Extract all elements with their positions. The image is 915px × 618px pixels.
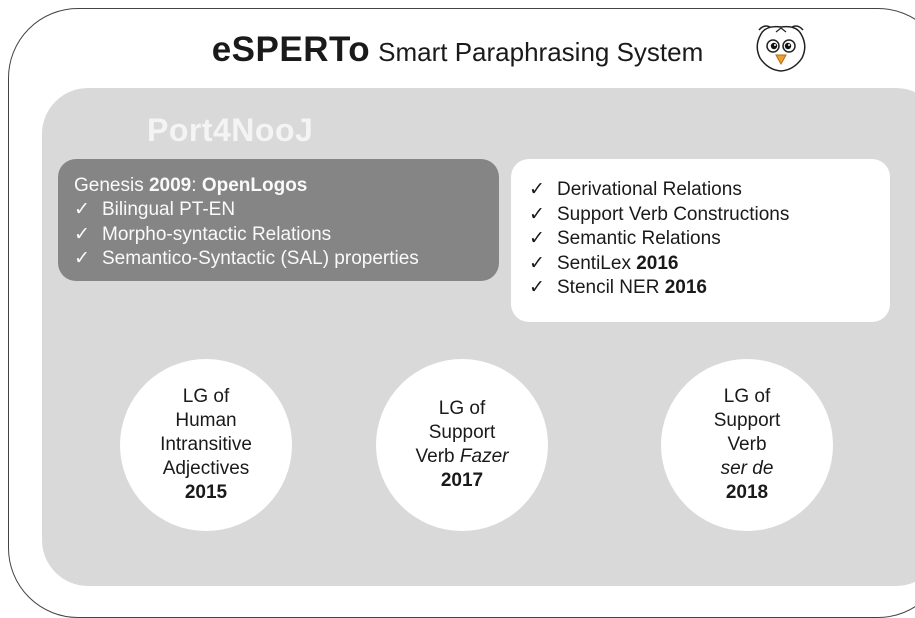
list-item-year: 2016 — [636, 252, 679, 274]
circle-year: 2015 — [184, 482, 228, 503]
genesis-colon: : — [191, 175, 202, 196]
port4nooj-heading: Port4NooJ — [147, 112, 314, 148]
list-item-label: Bilingual PT-EN — [102, 199, 236, 220]
check-icon: ✓ — [529, 228, 545, 249]
title-subtitle: Smart Paraphrasing System — [378, 37, 704, 67]
list-item-year: 2016 — [664, 277, 707, 298]
list-item-label: Semantico-Syntactic (SAL) properties — [102, 248, 419, 269]
circle-verb-italic: Fazer — [459, 446, 509, 467]
circle-line: LG of — [723, 386, 771, 407]
lg-adjectives-circle: LG of Human Intransitive Adjectives 2015 — [120, 359, 292, 531]
circle-line: Support — [428, 422, 496, 443]
genesis-name: OpenLogos — [201, 175, 308, 196]
list-item: ✓ Bilingual PT-EN — [74, 198, 499, 223]
list-item: ✓ Support Verb Constructions — [529, 203, 890, 228]
list-item: ✓ Semantico-Syntactic (SAL) properties — [74, 247, 499, 272]
circle-line: LG of — [182, 386, 230, 407]
lg-ser-de-circle: LG of Support Verb ser de 2018 — [661, 359, 833, 531]
list-item: ✓ Morpho-syntactic Relations — [74, 223, 499, 248]
circle-verb: Verb — [415, 446, 460, 467]
circle-year: 2018 — [725, 482, 769, 503]
owl-icon — [756, 25, 806, 72]
list-item: ✓ Derivational Relations — [529, 178, 890, 203]
features-list: ✓ Derivational Relations ✓ Support Verb Co… — [529, 178, 890, 301]
list-item-label: Support Verb Constructions — [557, 203, 790, 225]
list-item-label: Derivational Relations — [557, 179, 742, 200]
check-icon: ✓ — [529, 252, 545, 274]
circle-line: Support — [713, 410, 781, 431]
circle-line: Human — [175, 410, 237, 431]
genesis-title: Genesis 2009: OpenLogos — [74, 174, 499, 198]
check-icon: ✓ — [74, 248, 90, 269]
features-box: ✓ Derivational Relations ✓ Support Verb Co… — [511, 159, 890, 322]
circle-line: Intransitive — [160, 434, 252, 455]
genesis-prefix: Genesis — [74, 175, 149, 196]
circle-line: Adjectives — [162, 458, 250, 479]
genesis-list: ✓ Bilingual PT-EN ✓ Morpho-syntactic Relat… — [74, 198, 499, 272]
circle-year: 2017 — [440, 470, 484, 491]
check-icon: ✓ — [529, 179, 545, 200]
circle-italic-line: ser de — [720, 458, 774, 479]
check-icon: ✓ — [529, 203, 545, 225]
title-main: eSPERTo — [211, 30, 371, 69]
list-item: ✓ Semantic Relations — [529, 227, 890, 252]
genesis-box: Genesis 2009: OpenLogos ✓ Bilingual PT-EN… — [58, 159, 499, 281]
list-item-label: Morpho-syntactic Relations — [102, 223, 332, 245]
circle-content: LG of Support Verb ser de 2018 — [714, 385, 781, 505]
list-item-label: Stencil NER — [557, 277, 665, 298]
circle-content: LG of Human Intransitive Adjectives 2015 — [160, 385, 252, 505]
genesis-year: 2009 — [148, 175, 192, 196]
circle-line: Verb — [727, 434, 767, 455]
check-icon: ✓ — [529, 277, 545, 298]
check-icon: ✓ — [74, 223, 90, 245]
circle-content: LG of Support Verb Fazer 2017 — [416, 397, 509, 493]
check-icon: ✓ — [74, 199, 90, 220]
list-item-label: Semantic Relations — [557, 228, 721, 249]
circle-line: Verb Fazer — [416, 445, 509, 469]
lg-fazer-circle: LG of Support Verb Fazer 2017 — [376, 359, 548, 531]
list-item-label: SentiLex — [557, 252, 637, 274]
circle-line: LG of — [438, 398, 486, 419]
list-item: ✓ Stencil NER 2016 — [529, 276, 890, 301]
list-item: ✓ SentiLex 2016 — [529, 252, 890, 277]
